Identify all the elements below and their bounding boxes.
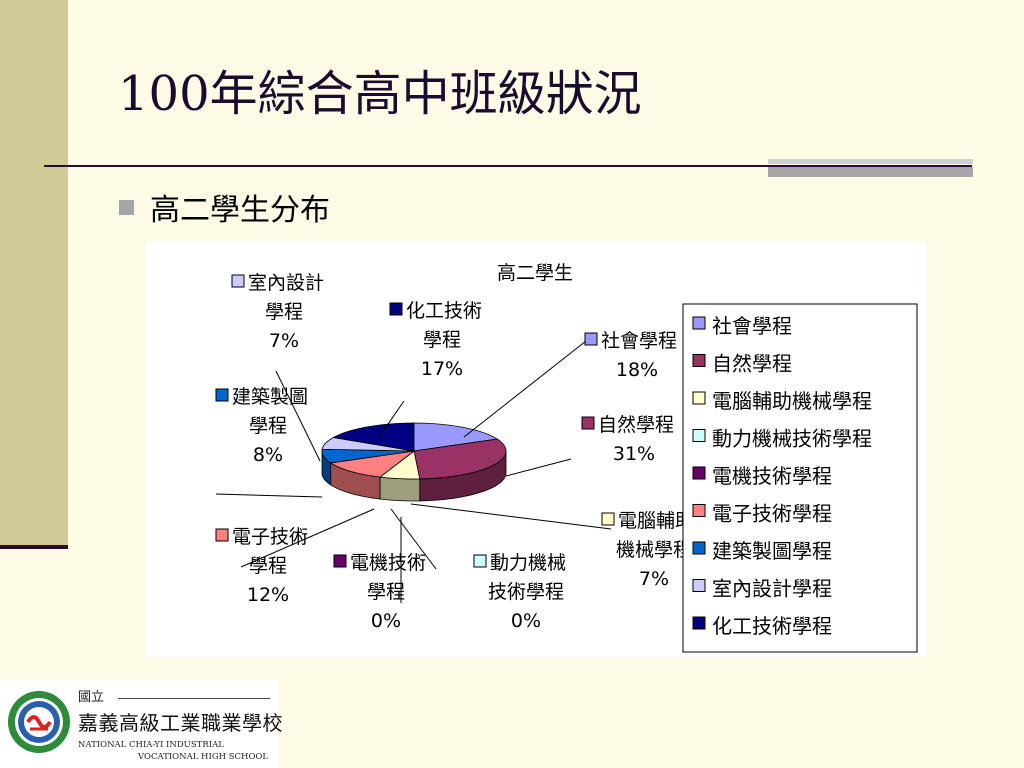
callout-marker-社會學程 <box>584 332 598 346</box>
bullet-square-icon <box>119 200 134 215</box>
pie-side-電腦輔助機械學程 <box>379 476 421 502</box>
pie-slice-社會學程 <box>413 422 499 452</box>
callout-text-室內設計學程-2: 7% <box>269 330 299 352</box>
legend-swatch-電腦輔助機械學程 <box>692 391 706 405</box>
pie-group <box>321 422 507 502</box>
callout-text-電機技術學程-1: 學程 <box>367 581 405 603</box>
pie-slice-化工技術學程 <box>332 422 415 452</box>
legend-label-電機技術學程: 電機技術學程 <box>712 464 832 488</box>
callout-text-社會學程-1: 18% <box>616 359 658 381</box>
legend: 社會學程自然學程電腦輔助機械學程動力機械技術學程電機技術學程電子技術學程建築製圖… <box>682 303 918 653</box>
callout-text-電子技術學程-1: 學程 <box>249 555 287 577</box>
callout-text-建築製圖學程-0: 建築製圖 <box>232 386 308 408</box>
legend-label-電腦輔助機械學程: 電腦輔助機械學程 <box>712 389 872 413</box>
callout-text-化工技術學程-0: 化工技術 <box>406 300 482 322</box>
logo-english-line1: NATIONAL CHIA-YI INDUSTRIAL <box>78 740 224 750</box>
legend-swatch-電子技術學程 <box>692 504 706 517</box>
leader-lines <box>215 340 612 603</box>
legend-swatch-自然學程 <box>692 354 706 367</box>
chart-title: 高二學生 <box>497 262 573 284</box>
pie-slice-自然學程 <box>413 438 507 480</box>
legend-swatch-動力機械技術學程 <box>692 429 706 442</box>
callout-text-動力機械技術學程-2: 0% <box>511 610 541 632</box>
leader-line-建築製圖學程 <box>215 493 323 498</box>
legend-label-動力機械技術學程: 動力機械技術學程 <box>712 427 872 451</box>
legend-box <box>682 303 918 653</box>
leader-line-社會學程 <box>463 340 587 438</box>
callout-text-自然學程-1: 31% <box>613 443 655 465</box>
callout-marker-電機技術學程 <box>333 554 347 568</box>
callout-text-自然學程-0: 自然學程 <box>598 414 674 436</box>
callout-text-室內設計學程-1: 學程 <box>265 301 303 323</box>
callout-marker-電腦輔助機械學程 <box>601 512 615 526</box>
callout-text-化工技術學程-2: 17% <box>421 358 463 380</box>
callout-text-社會學程-0: 社會學程 <box>601 330 677 352</box>
leader-line-自然學程 <box>505 458 572 477</box>
leader-line-室內設計學程 <box>275 370 321 462</box>
legend-swatch-社會學程 <box>692 316 706 330</box>
callout-text-建築製圖學程-2: 8% <box>253 444 283 466</box>
callout-text-電子技術學程-2: 12% <box>247 584 289 606</box>
callout-text-電腦輔助機械學程-2: 7% <box>639 568 669 590</box>
slide-title: 100年綜合高中班級狀況 <box>118 66 642 122</box>
legend-label-自然學程: 自然學程 <box>712 352 792 376</box>
legend-label-電子技術學程: 電子技術學程 <box>712 502 832 526</box>
leader-line-動力機械技術學程 <box>390 508 437 570</box>
left-decor-line <box>0 545 68 549</box>
callout-marker-化工技術學程 <box>389 302 403 316</box>
callout-text-電機技術學程-2: 0% <box>371 610 401 632</box>
callout-text-建築製圖學程-1: 學程 <box>249 415 287 437</box>
legend-label-室內設計學程: 室內設計學程 <box>712 577 832 601</box>
callout-text-室內設計學程-0: 室內設計 <box>248 272 324 294</box>
callout-text-動力機械技術學程-1: 技術學程 <box>488 581 564 603</box>
title-divider <box>44 165 972 167</box>
logo-school-name: 嘉義高級工業職業學校 <box>78 711 283 735</box>
legend-swatch-電機技術學程 <box>692 466 706 480</box>
left-decor-band <box>0 0 68 545</box>
legend-swatch-化工技術學程 <box>692 616 706 630</box>
callout-marker-建築製圖學程 <box>215 388 229 402</box>
legend-swatch-室內設計學程 <box>692 579 706 592</box>
callout-text-電腦輔助機械學程-0: 電腦輔助 <box>618 510 694 532</box>
callout-marker-動力機械技術學程 <box>473 554 487 568</box>
pie-chart: 高二學生 社會學程18%自然學程31%電腦輔助機械學程7%動力機械技術學程0%電… <box>215 262 918 653</box>
callout-text-電腦輔助機械學程-1: 機械學程 <box>616 539 692 561</box>
legend-label-社會學程: 社會學程 <box>712 314 792 338</box>
logo-divider <box>118 698 270 699</box>
callout-text-動力機械技術學程-0: 動力機械 <box>490 552 566 574</box>
callout-marker-室內設計學程 <box>231 274 245 288</box>
leader-line-電子技術學程 <box>240 508 375 568</box>
leader-line-化工技術學程 <box>378 400 405 438</box>
legend-label-建築製圖學程: 建築製圖學程 <box>712 539 832 563</box>
legend-swatch-建築製圖學程 <box>692 541 706 555</box>
legend-label-化工技術學程: 化工技術學程 <box>712 614 832 638</box>
title-divider-accent <box>768 159 973 177</box>
pie-slice-電子技術學程 <box>329 450 416 478</box>
logo-small-text: 國立 <box>78 690 105 705</box>
callout-labels: 社會學程18%自然學程31%電腦輔助機械學程7%動力機械技術學程0%電機技術學程… <box>215 272 694 632</box>
callout-text-化工技術學程-1: 學程 <box>423 329 461 351</box>
school-seal-icon <box>8 691 70 753</box>
logo-english-line2: VOCATIONAL HIGH SCHOOL <box>138 752 269 762</box>
bullet-text: 高二學生分布 <box>150 193 330 228</box>
callout-marker-電子技術學程 <box>215 528 229 542</box>
callout-marker-自然學程 <box>581 416 595 430</box>
callout-text-電機技術學程-0: 電機技術 <box>350 552 426 574</box>
callout-text-電子技術學程-0: 電子技術 <box>232 526 308 548</box>
leader-line-電腦輔助機械學程 <box>410 503 612 530</box>
